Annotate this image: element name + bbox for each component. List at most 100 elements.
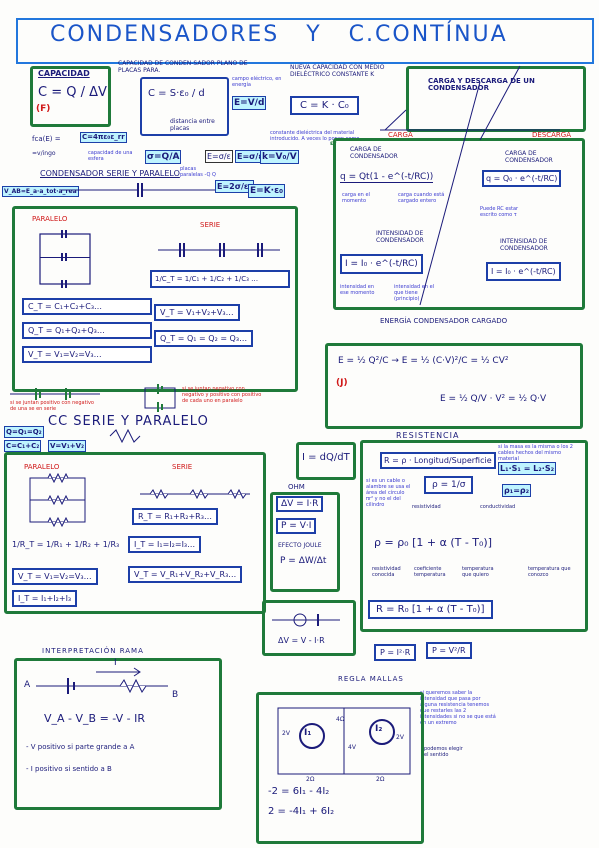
esfera-sub: =v/ingo	[32, 150, 56, 157]
placas-heading: CAPACIDAD DE CONDEN-SADOR PLANO DE PLACA…	[118, 60, 248, 74]
capacidad-box	[30, 66, 111, 127]
resistencia-eq3: ρ = ρ₀ [1 + α (T - T₀)]	[374, 536, 493, 549]
placas-box	[140, 77, 229, 136]
carga-sub: CARGA DE CONDENSADOR	[350, 146, 398, 160]
resistencia-eq-l: L₁·S₁ = L₂·S₂	[498, 462, 557, 475]
resistencia-eq1: R = ρ · Longitud/Superficie	[380, 452, 496, 469]
resistencia-note-top: si la masa es la misma o los 2 cables he…	[498, 444, 573, 462]
dielectrico-formula: C = K · C₀	[290, 96, 359, 115]
cap-vt-serie: V_T = V₁+V₂+V₃…	[154, 304, 240, 321]
placas-campo-note: campo eléctrico, en energía	[232, 76, 282, 88]
mallas-eq1: -2 = 6I₁ - 4I₂	[268, 786, 330, 797]
cap-serie-label: SERIE	[200, 221, 221, 229]
placas-E-eps: E=σ/ε	[205, 150, 233, 163]
mallas-v3: 2V	[396, 734, 404, 741]
rama-n2: - I positivo si sentido a B	[26, 765, 112, 773]
intensidad-eq: I = dQ/dT	[302, 452, 350, 463]
resistencia-eq2: ρ = 1/σ	[424, 476, 474, 494]
ohm-eq5: P = I²·R	[374, 644, 417, 661]
resistencia-eq4: R = R₀ [1 + α (T - T₀)]	[368, 600, 493, 619]
cc-it-s: I_T = I₁=I₂=I₃…	[128, 536, 202, 553]
descarga-eq: q = Q₀ · e^(-t/RC)	[482, 170, 562, 187]
cc-q-eq: Q=Q₁=Q₂	[4, 426, 44, 438]
serie-paralelo-heading: CONDENSADOR SERIE Y PARALELO	[40, 169, 180, 178]
mallas-r3: 2Ω	[376, 776, 385, 783]
vab-eq: V_AB=E_a·a_tot·a_rea	[2, 186, 79, 197]
placas-E-k: E=K·ε₀	[248, 184, 286, 198]
placas-k-eq: k=V₀/V	[260, 150, 299, 164]
energia-unit: (J)	[336, 378, 348, 388]
int2-sub: INTENSIDAD DE CONDENSADOR	[500, 238, 548, 252]
resistencia-conduct: conductividad	[480, 504, 516, 510]
cc-heading: CC SERIE Y PARALELO	[48, 414, 209, 429]
carga-label: CARGA	[388, 131, 413, 139]
resistencia-n-resist: resistividad conocida	[372, 566, 401, 578]
resistencia-n-temp2: temperatura que conozco	[528, 566, 571, 578]
ohm-eq1: ΔV = I·R	[276, 496, 324, 512]
cap-ct-serie: 1/C_T = 1/C₁ + 1/C₂ + 1/C₃ …	[150, 270, 290, 288]
cap-qt: Q_T = Q₁+Q₂+Q₃…	[22, 322, 152, 339]
ohm-eq2: P = V·I	[276, 518, 317, 534]
cc-rt: 1/R_T = 1/R₁ + 1/R₂ + 1/R₃	[12, 540, 120, 549]
esfera-note: capacidad de una esfera	[88, 150, 133, 162]
mallas-heading: REGLA MALLAS	[338, 675, 404, 683]
mallas-v1: 2V	[282, 730, 290, 737]
cc-vt-s: V_T = V_R₁+V_R₂+V_R₃…	[128, 566, 243, 583]
rama-I: I	[114, 658, 117, 668]
serie-E-eq: E=2σ/ε₀	[215, 180, 254, 193]
cap-paralelo-label: PARALELO	[32, 215, 68, 223]
page-title: CONDENSADORES Y C.CONTÍNUA	[50, 22, 508, 47]
ohm-eq3: P = ΔW/Δt	[280, 556, 327, 566]
rama-eq: V_A - V_B = -V - IR	[44, 712, 145, 725]
placas-paralelas-note: placas paralelas -Q Q	[180, 166, 216, 178]
cc-box	[4, 452, 266, 614]
mallas-v2: 4V	[348, 744, 356, 751]
resistencia-heading: RESISTENCIA	[396, 431, 460, 440]
resistencia-n-temp: temperatura que quiero	[462, 566, 494, 578]
mallas-box	[256, 692, 424, 844]
carga-heading: CARGA Y DESCARGA DE UN CONDENSADOR	[428, 77, 535, 92]
cap-ct: C_T = C₁+C₂+C₃…	[22, 298, 152, 315]
int-n2: intensidad en el que tiene (principio)	[394, 284, 435, 302]
rama-A: A	[24, 680, 31, 690]
cc-n1: si se juntan positivo con negativo de un…	[10, 400, 94, 412]
ohm-box	[270, 492, 340, 592]
energia-box	[325, 343, 583, 429]
capacidad-formula: C = Q / ΔV	[38, 85, 107, 100]
rama-n1: - V positivo si parte grande a A	[26, 743, 135, 751]
int-eq: I = I₀ · e^(-t/RC)	[340, 254, 423, 274]
ohm-heading: OHM	[288, 483, 305, 491]
cc-v-eq: V=V₁+V₂	[48, 440, 87, 452]
dielectrico-note: constante dieléctrica del material intro…	[270, 130, 360, 142]
intensidad-box	[296, 442, 356, 480]
cc-rt-s: R_T = R₁+R₂+R₃…	[132, 508, 218, 525]
resistencia-resist: resistividad	[412, 504, 441, 510]
rc-note: Puede RC estar escrito como τ	[480, 206, 519, 218]
rama-box	[14, 658, 222, 810]
cc-serie-label: SERIE	[172, 463, 193, 471]
carga-n2: carga cuando está cargado entero	[398, 192, 445, 204]
energia-eq1: E = ½ Q²/C → E = ½ (C·V)²/C = ½ CV²	[338, 356, 509, 366]
dielectrico-heading: NUEVA CAPACIDAD CON MEDIO DIELÉCTRICO CO…	[290, 64, 385, 78]
ohm-eq4: ΔV = V - I·R	[278, 636, 325, 645]
mallas-n-sentido: podemos elegir el sentido	[424, 746, 463, 758]
int-n1: intensidad en ese momento	[340, 284, 375, 296]
resistencia-box	[360, 440, 588, 632]
cc-it: I_T = I₁+I₂+I₃	[12, 590, 78, 607]
rama-heading: INTERPRETACIÓN RAMA	[42, 647, 144, 655]
rama-B: B	[172, 690, 179, 700]
mallas-r1: 2Ω	[306, 776, 315, 783]
ohm-eq4-box	[262, 600, 356, 656]
ohm-joule: EFECTO JOULE	[278, 542, 322, 549]
capacidad-label: CAPACIDAD	[38, 69, 90, 78]
resistencia-note-cable: si es un cable o alambre se usa el área …	[366, 478, 411, 508]
energia-eq2: E = ½ Q/V · V² = ½ Q·V	[440, 394, 547, 404]
mallas-note: si queremos saber la intensidad que pasa…	[420, 690, 496, 726]
mallas-eq2: 2 = -4I₁ + 6I₂	[268, 806, 335, 817]
descarga-sub: CARGA DE CONDENSADOR	[505, 150, 553, 164]
cc-vt: V_T = V₁=V₂=V₃…	[12, 568, 98, 585]
resistencia-eq-p: ρ₁=ρ₂	[502, 484, 532, 497]
ohm-eq6: P = V²/R	[426, 642, 472, 659]
page-title-box	[16, 18, 594, 64]
carga-box	[406, 66, 586, 132]
